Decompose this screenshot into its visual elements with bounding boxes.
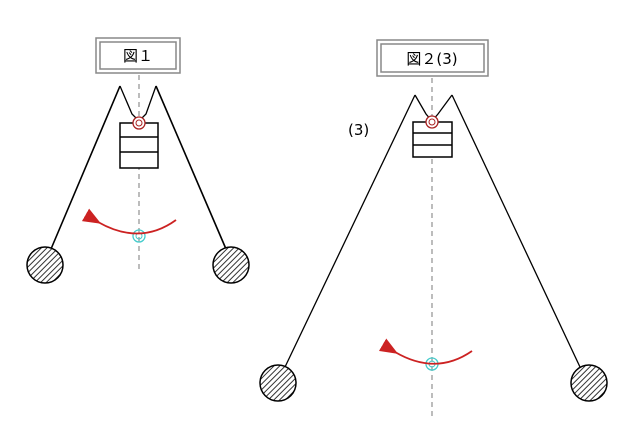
figure-2-label: (3) — [348, 121, 369, 139]
figure-2-title: 図２(3) — [406, 50, 457, 68]
figure-1-right-string — [155, 85, 227, 250]
figure-1-rotation-arrow — [81, 208, 177, 235]
figure-1-title: 図１ — [123, 47, 153, 65]
figure-2-left-bob — [259, 364, 297, 402]
figure-1-pivot-icon — [132, 116, 146, 130]
figure-1-right-bob — [212, 246, 250, 284]
figure-2-right-bob — [570, 364, 608, 402]
figure-1-left-string — [50, 85, 121, 250]
figure-1-block — [119, 122, 159, 169]
figure-2-right-string — [451, 94, 581, 368]
figure-1-title-box: 図１ — [95, 37, 181, 74]
figure-1-left-bob — [26, 246, 64, 284]
figure-2: 図２(3) (3) — [259, 39, 608, 420]
figure-2-left-string — [284, 94, 416, 368]
figure-1: 図１ — [26, 37, 250, 284]
figure-1-pivot-frame — [119, 85, 157, 122]
figure-2-rotation-arrow — [378, 338, 473, 365]
figure-2-title-box: 図２(3) — [376, 39, 489, 77]
figure-2-pivot-icon — [425, 115, 439, 129]
